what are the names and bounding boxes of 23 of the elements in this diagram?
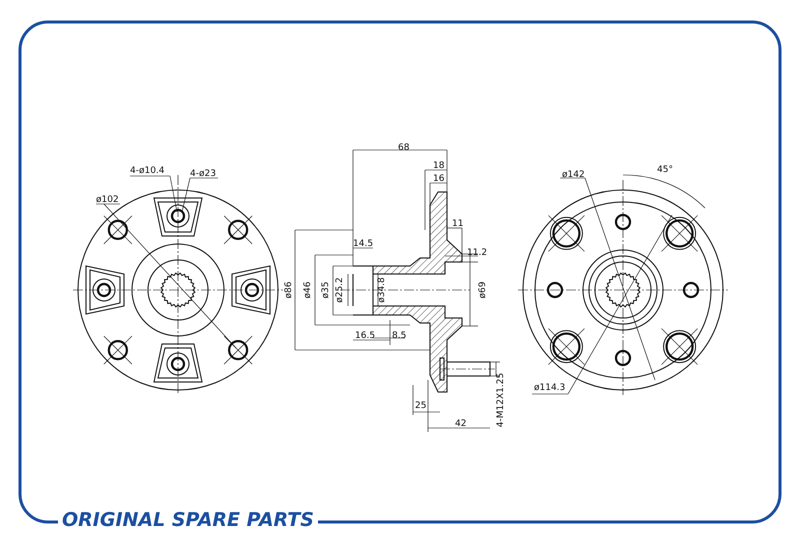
dimension-label: 16: [433, 174, 444, 184]
dimension-label: 11: [452, 219, 464, 229]
dimension-label: ø86: [284, 282, 294, 298]
dimension-label: ø34.8: [377, 277, 387, 303]
dimension-label: 4-ø10.4: [130, 166, 165, 176]
dimension-label: ø35: [321, 282, 331, 298]
dimension-label: ø69: [478, 282, 488, 298]
dimension-label: ø102: [96, 195, 119, 205]
dimension-label: 45°: [657, 165, 673, 175]
dimension-label: 4-M12X1.25: [496, 372, 506, 428]
dimension-label: 8.5: [392, 331, 406, 341]
dimension-label: 42: [455, 419, 466, 429]
dimension-label: 14.5: [353, 239, 374, 249]
dimension-label: 4-ø23: [190, 169, 216, 179]
dimension-label: ø46: [303, 282, 313, 298]
dimension-label: ø114.3: [534, 383, 566, 393]
dimension-label: 16.5: [355, 331, 376, 341]
dimension-label: 25: [415, 401, 426, 411]
dimension-label: 68: [398, 143, 410, 153]
dimension-label: ø25.2: [335, 277, 345, 303]
dimension-label: 18: [433, 161, 444, 171]
dimension-label: 11.2: [467, 248, 488, 258]
dimension-label: ø142: [562, 170, 585, 180]
